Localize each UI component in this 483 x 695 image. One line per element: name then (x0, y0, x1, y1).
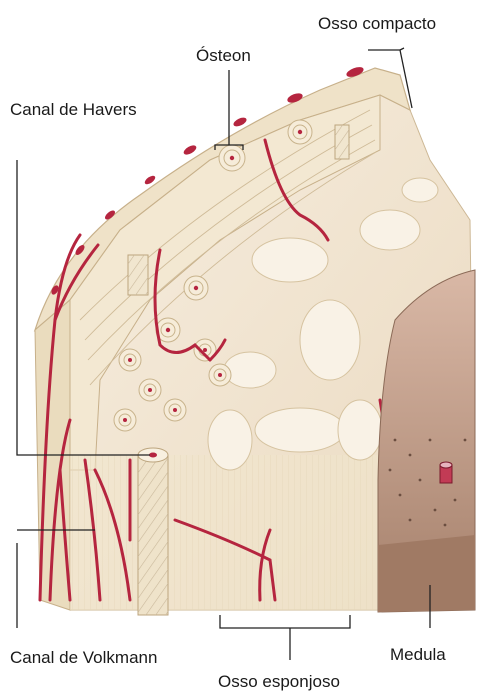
label-osteon: Ósteon (196, 46, 251, 66)
marrow-lower (378, 535, 475, 612)
label-volkmann-canal: Canal de Volkmann (10, 648, 157, 668)
haversian-canal-cylinder (138, 448, 168, 615)
marrow-vessel-section (440, 462, 452, 483)
label-marrow: Medula (390, 645, 446, 665)
lower-bone-slab (70, 455, 400, 610)
label-compact-bone: Osso compacto (318, 14, 436, 34)
label-haversian-canal: Canal de Havers (10, 100, 137, 120)
label-spongy-bone: Osso esponjoso (218, 672, 340, 692)
